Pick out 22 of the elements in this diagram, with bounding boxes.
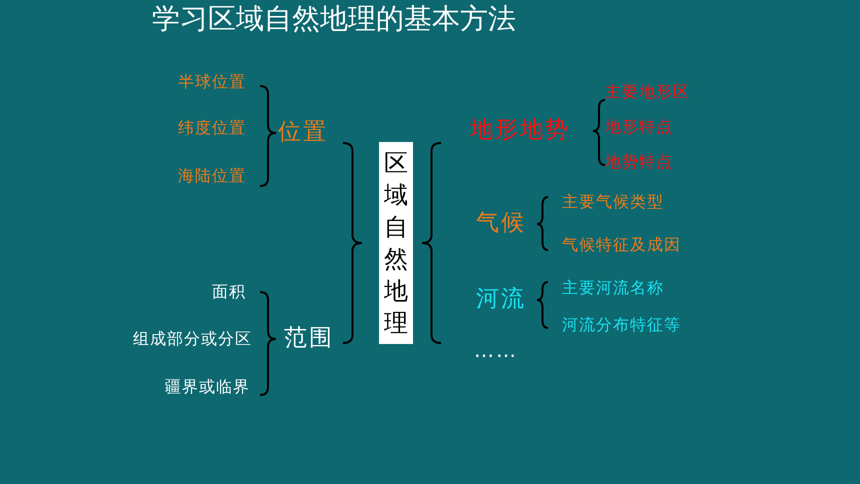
branch-heading: 范围 (284, 326, 334, 352)
item-label: 半球位置 (178, 73, 246, 91)
item-label: 疆界或临界 (165, 378, 250, 396)
branch-heading: 位置 (278, 120, 328, 146)
item-label: 纬度位置 (178, 119, 246, 137)
branch-heading: 河流 (476, 287, 526, 313)
item-label: 河流分布特征等 (562, 316, 681, 334)
branch-heading: 气候 (476, 211, 526, 237)
item-label: 主要气候类型 (562, 193, 664, 211)
vertical-text: 区域自然地理 (384, 148, 408, 339)
item-label: 组成部分或分区 (133, 330, 252, 348)
item-label: 气候特征及成因 (562, 236, 681, 254)
ellipsis-text: …… (474, 339, 518, 361)
branch-heading: 地形地势 (470, 118, 570, 144)
item-label: 主要地形区 (605, 83, 690, 101)
title-box (379, 142, 413, 344)
item-label: 地形特点 (605, 118, 673, 136)
item-label: 地势特点 (605, 153, 673, 171)
item-label: 主要河流名称 (562, 279, 664, 297)
title: 学习区域自然地理的基本方法 (152, 4, 516, 35)
item-label: 面积 (212, 283, 246, 301)
item-label: 海陆位置 (178, 167, 246, 185)
